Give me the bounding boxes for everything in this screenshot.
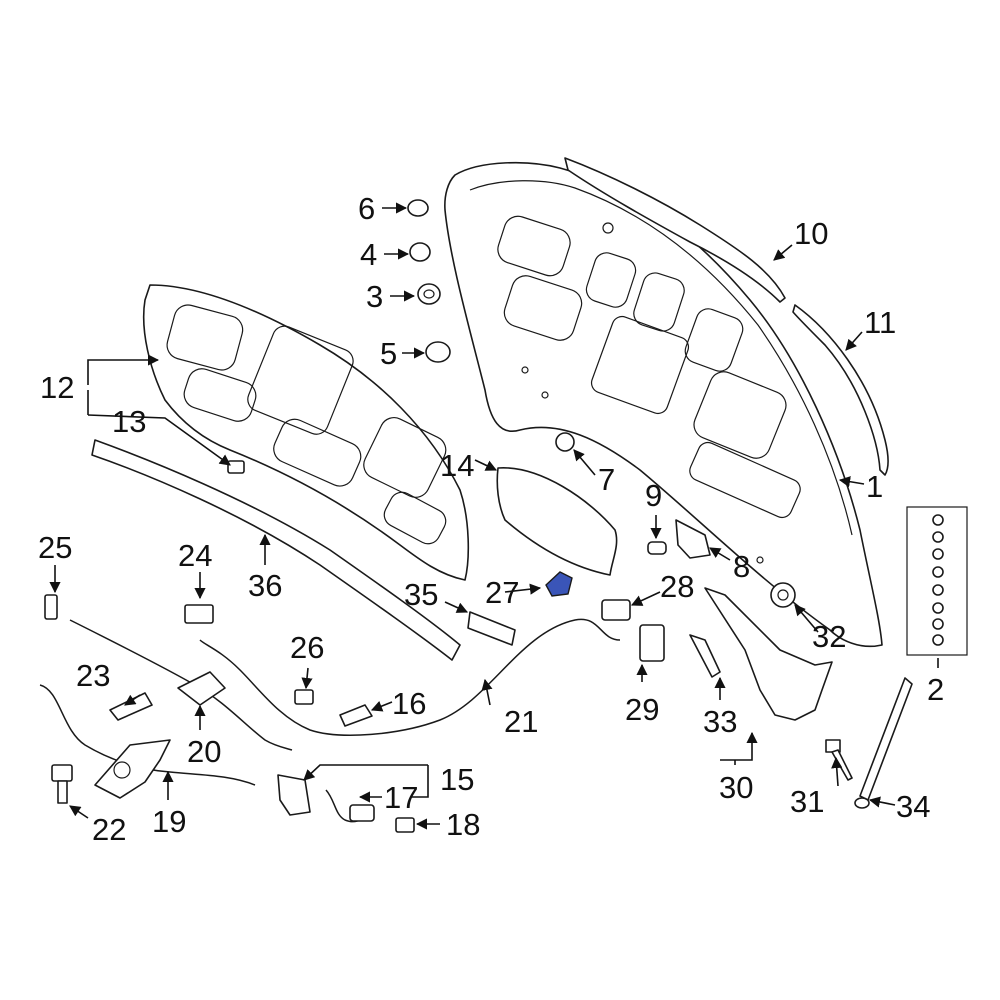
callout-14: 14 bbox=[440, 448, 474, 483]
callout-29: 29 bbox=[625, 692, 659, 727]
callout-1: 1 bbox=[866, 469, 883, 504]
callout-19: 19 bbox=[152, 804, 186, 839]
callout-20: 20 bbox=[187, 734, 221, 769]
clip-24 bbox=[184, 604, 214, 624]
callout-10: 10 bbox=[794, 216, 828, 251]
callout-30: 30 bbox=[719, 770, 753, 805]
sound-pad bbox=[496, 467, 618, 576]
callout-12: 12 bbox=[40, 370, 74, 405]
rear-seal-strip bbox=[792, 304, 889, 476]
callout-24: 24 bbox=[178, 538, 212, 573]
bracket-29 bbox=[639, 624, 665, 662]
callout-5: 5 bbox=[380, 336, 397, 371]
hardware-kit bbox=[906, 506, 968, 656]
bolt-22 bbox=[51, 764, 73, 804]
callout-8: 8 bbox=[733, 549, 750, 584]
clip-7 bbox=[555, 432, 575, 452]
grommet-4 bbox=[409, 242, 431, 262]
callout-26: 26 bbox=[290, 630, 324, 665]
callout-32: 32 bbox=[812, 619, 846, 654]
callout-16: 16 bbox=[392, 686, 426, 721]
bolt-16 bbox=[339, 704, 373, 727]
callout-25: 25 bbox=[38, 530, 72, 565]
hood-seal-strip bbox=[564, 157, 786, 303]
callout-9: 9 bbox=[645, 478, 662, 513]
callout-27: 27 bbox=[485, 575, 519, 610]
hood-insulator bbox=[142, 284, 470, 581]
nut-32 bbox=[770, 582, 796, 608]
callout-6: 6 bbox=[358, 191, 375, 226]
harness-17 bbox=[325, 789, 375, 823]
callout-34: 34 bbox=[896, 789, 930, 824]
fastener-6 bbox=[407, 199, 429, 217]
bumper-9 bbox=[647, 541, 667, 555]
bracket-8 bbox=[675, 519, 711, 559]
callout-22: 22 bbox=[92, 812, 126, 847]
callout-23: 23 bbox=[76, 658, 110, 693]
callout-33: 33 bbox=[703, 704, 737, 739]
clip-26 bbox=[294, 689, 314, 705]
bolt-31 bbox=[825, 739, 853, 781]
callout-2: 2 bbox=[927, 672, 944, 707]
callout-18: 18 bbox=[446, 807, 480, 842]
callout-17: 17 bbox=[384, 780, 418, 815]
callout-3: 3 bbox=[366, 279, 383, 314]
handle-23 bbox=[109, 692, 153, 721]
bracket-35 bbox=[467, 611, 516, 646]
callout-35: 35 bbox=[404, 577, 438, 612]
callout-28: 28 bbox=[660, 569, 694, 604]
hood-hinge bbox=[689, 587, 833, 721]
bumper-27-highlighted bbox=[545, 571, 573, 597]
callout-labels: 1 2 3 4 5 6 7 8 9 10 11 12 13 14 15 16 1… bbox=[38, 191, 944, 847]
release-cable-20 bbox=[69, 619, 293, 751]
release-cable-21 bbox=[199, 618, 621, 736]
front-weatherstrip bbox=[91, 439, 461, 661]
callout-15: 15 bbox=[440, 762, 474, 797]
switch-15 bbox=[277, 774, 311, 816]
callout-13: 13 bbox=[112, 404, 146, 439]
clip-25 bbox=[44, 594, 58, 620]
callout-31: 31 bbox=[790, 784, 824, 819]
grommet-3 bbox=[417, 283, 441, 305]
gas-strut bbox=[854, 677, 913, 809]
grommet-5 bbox=[425, 341, 451, 363]
callout-4: 4 bbox=[360, 237, 377, 272]
callout-11: 11 bbox=[864, 305, 896, 340]
callout-21: 21 bbox=[504, 704, 538, 739]
clip-18 bbox=[395, 817, 415, 833]
latch-28 bbox=[601, 599, 631, 621]
callout-7: 7 bbox=[598, 462, 615, 497]
callout-36: 36 bbox=[248, 568, 282, 603]
release-handle-20 bbox=[177, 671, 226, 706]
leader-lines bbox=[49, 202, 939, 830]
clip-13 bbox=[227, 460, 245, 474]
latch-19 bbox=[94, 739, 171, 799]
